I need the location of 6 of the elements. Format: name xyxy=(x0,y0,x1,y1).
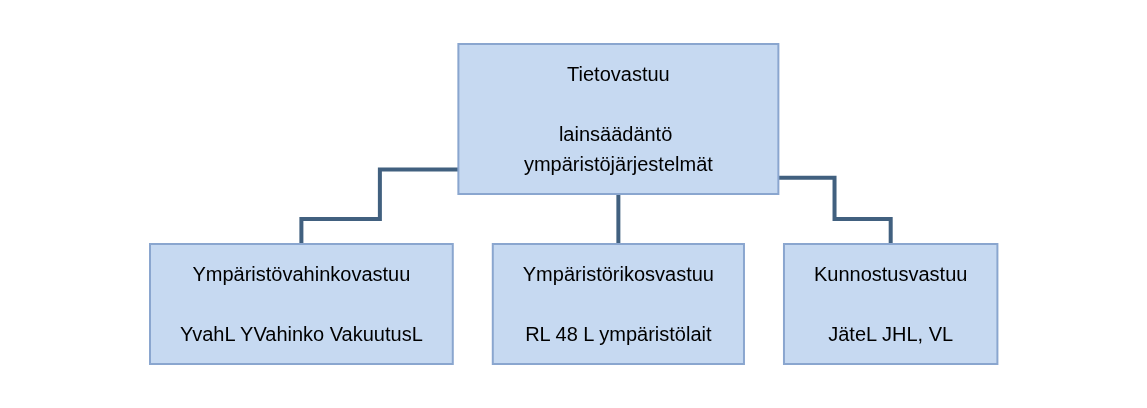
connector xyxy=(778,175,893,246)
connector xyxy=(299,167,459,246)
node-box: Ympäristörikosvastuu RL 48 L ympäristölait xyxy=(491,243,745,365)
node-box: Kunnostusvastuu JäteL JHL, VL xyxy=(782,243,999,365)
node-box: Ympäristövahinkovastuu YvahL YVahinko VakuutusL xyxy=(148,243,454,365)
node-box: Tietovastuu lainsäädäntö ympäristöjärjestelmät xyxy=(457,43,780,195)
